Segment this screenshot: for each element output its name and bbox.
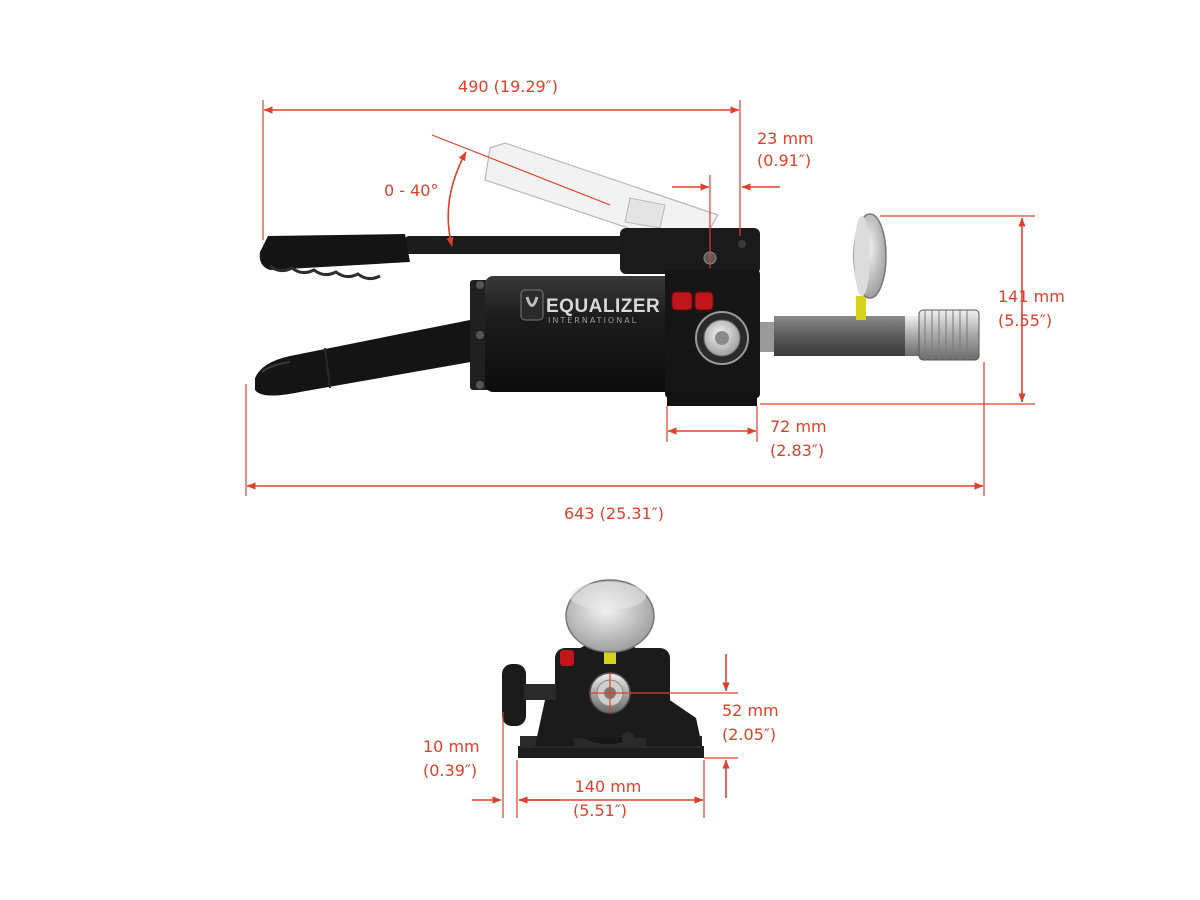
side-view-dimensions: 490 (19.29″) 0 - 40° 23 mm (0.91″) 141 m… xyxy=(245,77,1065,523)
front-view-pump xyxy=(502,579,704,758)
side-view-pump: EQUALIZER INTERNATIONAL xyxy=(255,142,980,406)
dim-pivot-offset-in: (0.91″) xyxy=(757,151,811,170)
brand-subtitle: INTERNATIONAL xyxy=(548,316,638,325)
dim-base-width-in: (5.51″) xyxy=(573,801,627,820)
dim-height-mm: 141 mm xyxy=(998,287,1065,306)
dim-base-lip-mm: 10 mm xyxy=(423,737,480,756)
dim-base-width-mm: 140 mm xyxy=(575,777,642,796)
pump-lower-lever xyxy=(255,318,482,396)
dim-handle-angle: 0 - 40° xyxy=(384,181,438,200)
dim-base-length-in: (2.83″) xyxy=(770,441,824,460)
pump-body: EQUALIZER INTERNATIONAL xyxy=(470,270,760,406)
dim-base-length-mm: 72 mm xyxy=(770,417,827,436)
dim-handle-length: 490 (19.29″) xyxy=(458,77,558,96)
brand-name: EQUALIZER xyxy=(546,296,660,317)
dim-outlet-height-mm: 52 mm xyxy=(722,701,779,720)
dim-height-in: (5.55″) xyxy=(998,311,1052,330)
dim-overall-length: 643 (25.31″) xyxy=(564,504,664,523)
dim-outlet-height-in: (2.05″) xyxy=(722,725,776,744)
front-view-dimensions: 52 mm (2.05″) 10 mm (0.39″) 140 mm (5.51… xyxy=(423,654,779,820)
dim-base-lip-in: (0.39″) xyxy=(423,761,477,780)
pressure-gauge xyxy=(853,213,887,320)
brand-logo: EQUALIZER INTERNATIONAL xyxy=(520,289,660,325)
dim-pivot-offset-mm: 23 mm xyxy=(757,129,814,148)
pump-outlet-hose xyxy=(760,309,980,361)
raised-handle-outline xyxy=(484,142,719,233)
